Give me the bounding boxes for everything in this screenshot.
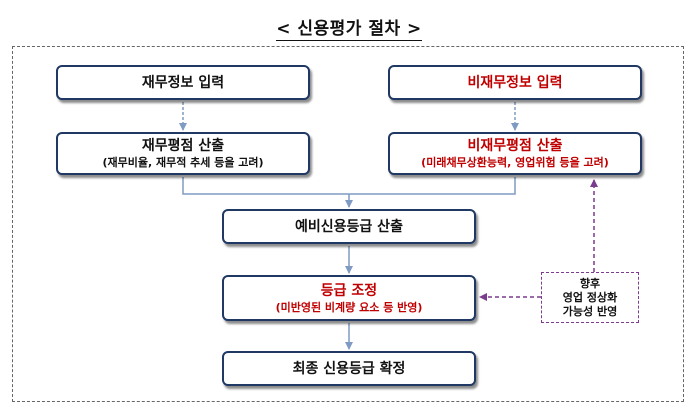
- page-title: < 신용평가 절차 >: [0, 14, 698, 41]
- financial-score-label: 재무평점 산출: [141, 138, 225, 154]
- nonfinancial-score-label: 비재무평점 산출: [467, 138, 563, 154]
- note-line-1: 향후: [579, 276, 601, 290]
- financial-score-detail: (재무비율, 재무적 추세 등을 고려): [102, 156, 264, 169]
- financial-input-label: 재무정보 입력: [141, 74, 225, 91]
- connector-scores-merge: [182, 177, 516, 195]
- diagram-frame: [12, 46, 684, 402]
- grade-adjustment-detail: (미반영된 비계량 요소 등 반영): [275, 300, 423, 314]
- final-grade-label: 최종 신용등급 확정: [292, 360, 406, 377]
- business-normalization-note: 향후 영업 정상화 가능성 반영: [541, 272, 639, 323]
- nonfinancial-score-box: 비재무평점 산출 (미래채무상환능력, 영업위험 등을 고려): [388, 132, 642, 175]
- grade-adjustment-label: 등급 조정: [320, 282, 378, 299]
- financial-input-box: 재무정보 입력: [56, 65, 310, 100]
- page-title-text: < 신용평가 절차 >: [276, 19, 422, 41]
- nonfinancial-input-label: 비재무정보 입력: [467, 74, 563, 91]
- note-line-3: 가능성 반영: [562, 304, 618, 318]
- final-grade-box: 최종 신용등급 확정: [222, 351, 476, 386]
- nonfinancial-input-box: 비재무정보 입력: [388, 65, 642, 100]
- preliminary-grade-label: 예비신용등급 산출: [295, 218, 403, 235]
- note-line-2: 영업 정상화: [562, 290, 618, 304]
- financial-score-box: 재무평점 산출 (재무비율, 재무적 추세 등을 고려): [56, 132, 310, 175]
- nonfinancial-score-detail: (미래채무상환능력, 영업위험 등을 고려): [421, 156, 609, 169]
- preliminary-grade-box: 예비신용등급 산출: [222, 209, 476, 244]
- grade-adjustment-box: 등급 조정 (미반영된 비계량 요소 등 반영): [222, 275, 476, 321]
